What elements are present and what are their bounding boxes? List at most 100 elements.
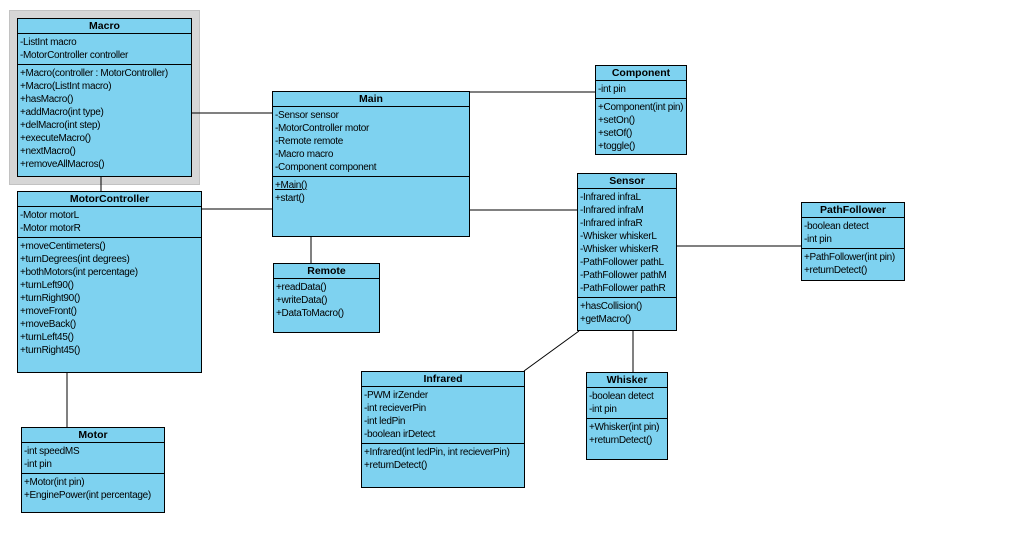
method: +start() — [275, 193, 305, 204]
attributes-compartment: -int pin — [596, 81, 686, 99]
attribute: -int pin — [598, 84, 626, 95]
attribute: -ListInt macro — [20, 37, 77, 48]
methods-compartment: +Infrared(int ledPin, int recieverPin)+r… — [362, 444, 524, 487]
attribute: -Infrared infraL — [580, 192, 641, 203]
method: +Whisker(int pin) — [589, 422, 660, 433]
methods-compartment: +Main() +start() — [273, 177, 469, 236]
attribute: -boolean irDetect — [364, 429, 436, 440]
attribute: -Motor motorR — [20, 223, 81, 234]
attribute: -Infrared infraR — [580, 218, 643, 229]
methods-compartment: +hasCollision() +getMacro() — [578, 298, 676, 330]
attribute: -MotorController motor — [275, 123, 369, 134]
method: +Macro(ListInt macro) — [20, 81, 112, 92]
method: +Motor(int pin) — [24, 477, 85, 488]
class-title-component: Component — [596, 66, 686, 81]
class-infrared[interactable]: Infrared -PWM irZender -int recieverPin -in… — [361, 371, 525, 488]
method: +hasMacro() — [20, 94, 74, 105]
attributes-compartment: -PWM irZender -int recieverPin -int ledPin… — [362, 387, 524, 444]
class-title-motorcontroller: MotorController — [18, 192, 201, 207]
class-title-main: Main — [273, 92, 469, 107]
method: +setOn() — [598, 115, 635, 126]
class-motor[interactable]: Motor -int speedMS -int pin +Motor(int pin)… — [21, 427, 165, 513]
class-sensor[interactable]: Sensor -Infrared infraL -Infrared infraM -I… — [577, 173, 677, 331]
methods-compartment: +moveCentimeters()+turnDegrees(int degre… — [18, 238, 201, 372]
method: +turnLeft45() — [20, 332, 74, 343]
attribute: -int recieverPin — [364, 403, 426, 414]
class-title-remote: Remote — [274, 264, 379, 279]
attribute: -int speedMS — [24, 446, 80, 457]
method: +addMacro(int type) — [20, 107, 104, 118]
attribute: -boolean detect — [589, 391, 654, 402]
attribute: -PathFollower pathR — [580, 283, 666, 294]
method: +turnRight45() — [20, 345, 80, 356]
methods-compartment: +Macro(controller : MotorController) +Mac… — [18, 65, 191, 176]
class-whisker[interactable]: Whisker -boolean detect -int pin +Whisker(i… — [586, 372, 668, 460]
class-component[interactable]: Component -int pin +Component(int pin) +set… — [595, 65, 687, 155]
method: +Component(int pin) — [598, 102, 684, 113]
method: +hasCollision() — [580, 301, 642, 312]
attribute: -MotorController controller — [20, 50, 129, 61]
attributes-compartment: -boolean detect -int pin — [802, 218, 904, 249]
attribute: -Motor motorL — [20, 210, 79, 221]
method: +nextMacro() — [20, 146, 76, 157]
methods-compartment: +Component(int pin) +setOn() +setOf() +togg… — [596, 99, 686, 154]
method: +PathFollower(int pin) — [804, 252, 895, 263]
connector-sensor-infrared[interactable] — [523, 330, 580, 372]
attributes-compartment: -Motor motorL -Motor motorR — [18, 207, 201, 238]
attribute: -int pin — [24, 459, 52, 470]
method: +Main() — [275, 180, 308, 191]
method: +writeData() — [276, 295, 328, 306]
attribute: -boolean detect — [804, 221, 869, 232]
attribute: -PathFollower pathM — [580, 270, 667, 281]
class-title-infrared: Infrared — [362, 372, 524, 387]
method: +Macro(controller : MotorController) — [20, 68, 168, 79]
attributes-compartment: -int speedMS -int pin — [22, 443, 164, 474]
class-title-motor: Motor — [22, 428, 164, 443]
method: +turnRight90() — [20, 293, 80, 304]
class-motorcontroller[interactable]: MotorController-Motor motorL-Motor motor… — [17, 191, 202, 373]
class-title-macro: Macro — [18, 19, 191, 34]
class-title-sensor: Sensor — [578, 174, 676, 189]
method: +returnDetect() — [364, 460, 428, 471]
method: +getMacro() — [580, 314, 631, 325]
class-remote[interactable]: Remote +readData() +writeData() +DataToMacr… — [273, 263, 380, 333]
method: +bothMotors(int percentage) — [20, 267, 138, 278]
attribute: -Component component — [275, 162, 377, 173]
method: +moveBack() — [20, 319, 76, 330]
attribute: -Whisker whiskerR — [580, 244, 659, 255]
method: +executeMacro() — [20, 133, 91, 144]
methods-compartment: +Motor(int pin) +EnginePower(int percenta… — [22, 474, 164, 512]
attribute: -Whisker whiskerL — [580, 231, 657, 242]
class-pathfollower[interactable]: PathFollower -boolean detect -int pin +Path… — [801, 202, 905, 281]
class-main[interactable]: Main -Sensor sensor -MotorController motor… — [272, 91, 470, 237]
class-macro[interactable]: Macro -ListInt macro -MotorController cont… — [17, 18, 192, 177]
attributes-compartment: -boolean detect -int pin — [587, 388, 667, 419]
method: +delMacro(int step) — [20, 120, 101, 131]
attribute: -Sensor sensor — [275, 110, 339, 121]
class-title-pathfollower: PathFollower — [802, 203, 904, 218]
class-title-whisker: Whisker — [587, 373, 667, 388]
method: +DataToMacro() — [276, 308, 344, 319]
attributes-compartment: -Sensor sensor -MotorController motor -Rem… — [273, 107, 469, 177]
method: +toggle() — [598, 141, 636, 152]
method: +setOf() — [598, 128, 632, 139]
methods-compartment: +PathFollower(int pin) +returnDetect() — [802, 249, 904, 280]
method: +turnLeft90() — [20, 280, 74, 291]
attribute: -int pin — [589, 404, 617, 415]
attribute: -Infrared infraM — [580, 205, 644, 216]
attribute: -Remote remote — [275, 136, 344, 147]
attribute: -int ledPin — [364, 416, 406, 427]
method: +returnDetect() — [589, 435, 653, 446]
methods-compartment: +Whisker(int pin) +returnDetect() — [587, 419, 667, 459]
attribute: -PathFollower pathL — [580, 257, 664, 268]
method: +readData() — [276, 282, 327, 293]
attribute: -int pin — [804, 234, 832, 245]
methods-compartment: +readData() +writeData() +DataToMacro() — [274, 279, 379, 332]
method: +EnginePower(int percentage) — [24, 490, 151, 501]
attribute: -Macro macro — [275, 149, 334, 160]
method: +turnDegrees(int degrees) — [20, 254, 130, 265]
method: +removeAllMacros() — [20, 159, 105, 170]
method: +returnDetect() — [804, 265, 868, 276]
attribute: -PWM irZender — [364, 390, 428, 401]
